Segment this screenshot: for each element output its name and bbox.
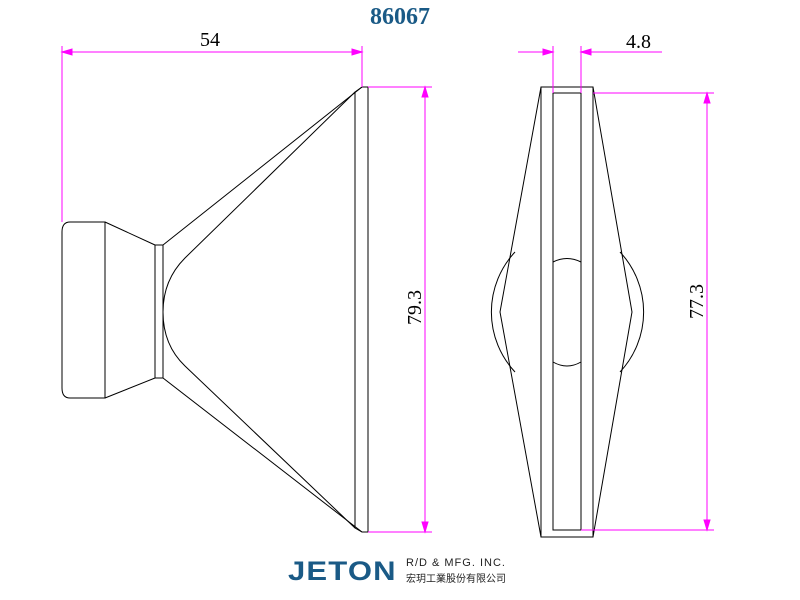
- front-view: [61, 86, 369, 533]
- dimension-height-side: 77.3: [686, 284, 708, 319]
- dimension-height-front: 79.3: [404, 290, 426, 325]
- dimension-thickness: 4.8: [626, 31, 651, 53]
- side-view: [490, 86, 645, 538]
- company-name-chinese: 宏玥工業股份有限公司: [406, 574, 506, 585]
- company-name: R/D & MFG. INC.: [406, 557, 506, 569]
- brand-logo: JETON: [288, 556, 397, 586]
- dimension-lines: [60, 46, 714, 534]
- dimension-width: 54: [200, 29, 220, 51]
- part-number-title: 86067: [370, 4, 430, 30]
